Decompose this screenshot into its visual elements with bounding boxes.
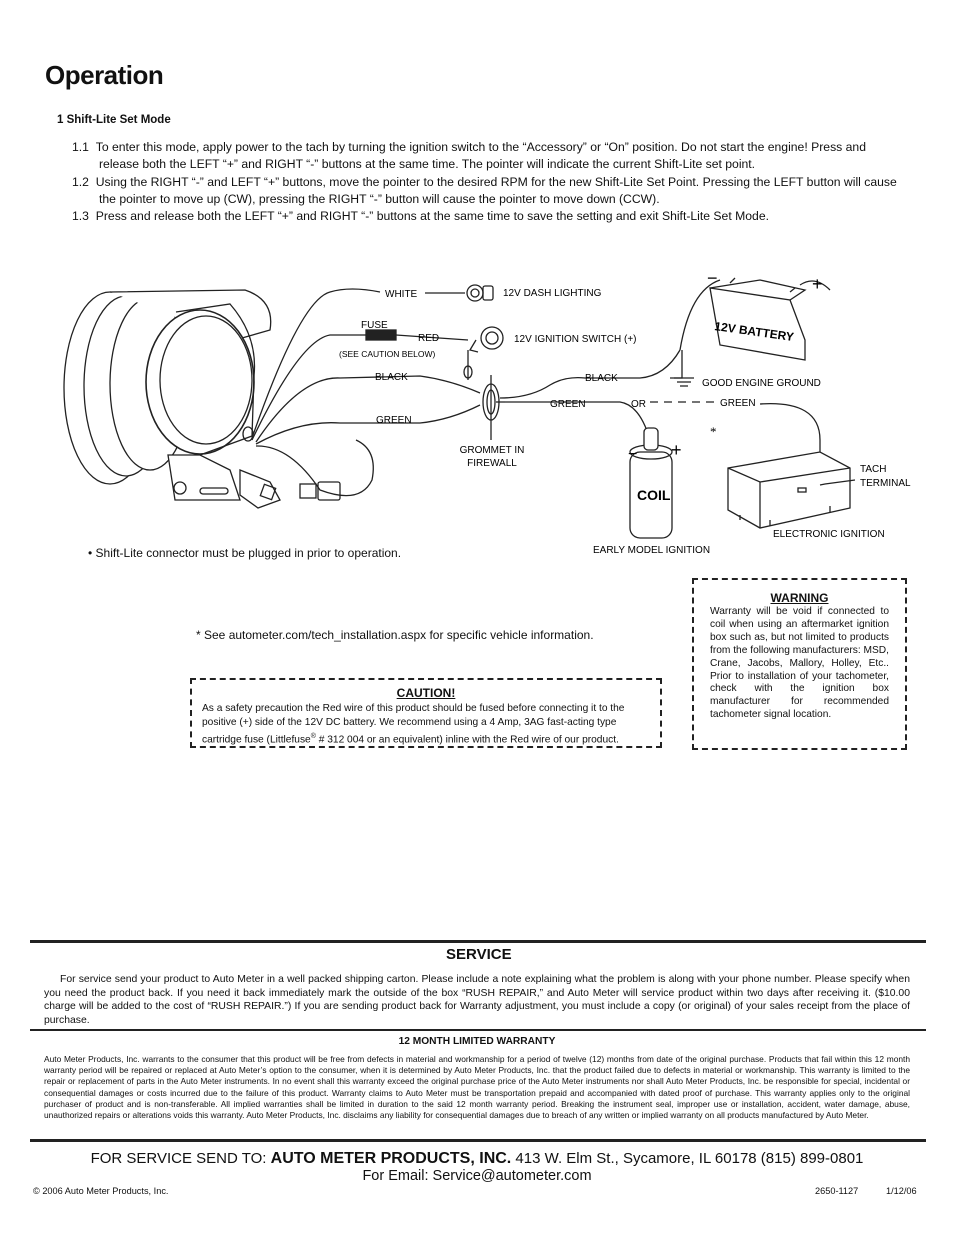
label-see-caution: (SEE CAUTION BELOW) [339, 349, 436, 359]
service-text: For service send your product to Auto Me… [44, 974, 910, 1026]
label-coil: COIL [637, 487, 671, 503]
label-grommet-2: FIREWALL [467, 458, 517, 469]
caution-text-b: # 312 004 or an equivalent) inline with … [315, 734, 619, 746]
warranty-bottom-rule [30, 1139, 926, 1142]
connector-note: • Shift-Lite connector must be plugged i… [88, 546, 402, 560]
label-grommet-1: GROMMET IN [460, 445, 525, 456]
warranty-text: Auto Meter Products, Inc. warrants to th… [44, 1054, 910, 1121]
label-black-left: BLACK [375, 372, 408, 383]
steps-list: 1.1 To enter this mode, apply power to t… [72, 139, 902, 225]
label-or: OR [631, 399, 646, 410]
coil-plus-sign: + [671, 440, 682, 460]
section-title: 1 Shift-Lite Set Mode [57, 114, 171, 126]
step-number: 1.1 [72, 140, 89, 154]
footer-part-number: 2650-1127 [815, 1186, 859, 1196]
step-number: 1.3 [72, 209, 89, 224]
send-to-address: 413 W. Elm St., Sycamore, IL 60178 (815)… [511, 1150, 864, 1167]
send-to-line: FOR SERVICE SEND TO: AUTO METER PRODUCTS… [0, 1150, 954, 1168]
warranty-top-rule [30, 1029, 926, 1031]
service-email: For Email: Service@autometer.com [362, 1168, 592, 1184]
label-dash-lighting: 12V DASH LIGHTING [503, 288, 602, 299]
asterisk-note: * See autometer.com/tech_installation.as… [196, 628, 594, 642]
asterisk-marker: * [710, 424, 717, 439]
caution-box: CAUTION! As a safety precaution the Red … [190, 678, 662, 748]
warranty-heading: 12 MONTH LIMITED WARRANTY [398, 1036, 556, 1047]
battery-minus-sign: − [707, 268, 718, 288]
send-to-company: AUTO METER PRODUCTS, INC. [270, 1150, 512, 1167]
registered-mark: ® [310, 733, 316, 740]
label-ignition-switch: 12V IGNITION SWITCH (+) [514, 334, 637, 345]
label-red: RED [418, 333, 439, 344]
label-black-right: BLACK [585, 373, 618, 384]
step-text: To enter this mode, apply power to the t… [95, 140, 866, 172]
service-top-rule [30, 940, 926, 943]
service-heading: SERVICE [446, 946, 512, 963]
label-green-left: GREEN [376, 415, 412, 426]
footer-copyright: © 2006 Auto Meter Products, Inc. [33, 1186, 169, 1196]
step-text: Using the RIGHT “-” and LEFT “+” buttons… [95, 174, 897, 206]
caution-text: As a safety precaution the Red wire of t… [202, 702, 650, 747]
tachometer-gauge-illustration [63, 289, 281, 509]
label-good-ground: GOOD ENGINE GROUND [702, 378, 821, 389]
warning-text: Warranty will be void if connected to co… [710, 606, 889, 721]
label-white: WHITE [385, 289, 418, 300]
label-green-right: GREEN [720, 398, 756, 409]
caution-text-a: As a safety precaution the Red wire of t… [202, 703, 625, 746]
warning-heading: WARNING [770, 591, 829, 605]
label-early-model: EARLY MODEL IGNITION [593, 545, 710, 556]
step-text: Press and release both the LEFT “+” and … [95, 209, 769, 224]
send-to-prefix: FOR SERVICE SEND TO: [90, 1150, 271, 1167]
label-tach-2: TERMINAL [860, 478, 911, 489]
step-item: 1.1 To enter this mode, apply power to t… [72, 139, 902, 174]
label-electronic-ignition: ELECTRONIC IGNITION [773, 529, 885, 540]
caution-heading: CAUTION! [396, 686, 456, 700]
battery-plus-sign: + [812, 274, 823, 294]
label-green-mid: GREEN [550, 399, 586, 410]
step-item: 1.3 Press and release both the LEFT “+” … [72, 208, 902, 225]
warning-box: WARNING Warranty will be void if connect… [692, 578, 907, 750]
label-tach-1: TACH [860, 464, 886, 475]
label-fuse: FUSE [361, 320, 388, 331]
step-number: 1.2 [72, 174, 89, 189]
page-title: Operation [45, 60, 164, 90]
coil-minus-sign: − [628, 446, 637, 463]
wiring-diagram: WHITE 12V DASH LIGHTING FUSE RED (SEE CA… [63, 268, 911, 556]
footer-date: 1/12/06 [886, 1186, 917, 1196]
step-item: 1.2 Using the RIGHT “-” and LEFT “+” but… [72, 174, 902, 209]
